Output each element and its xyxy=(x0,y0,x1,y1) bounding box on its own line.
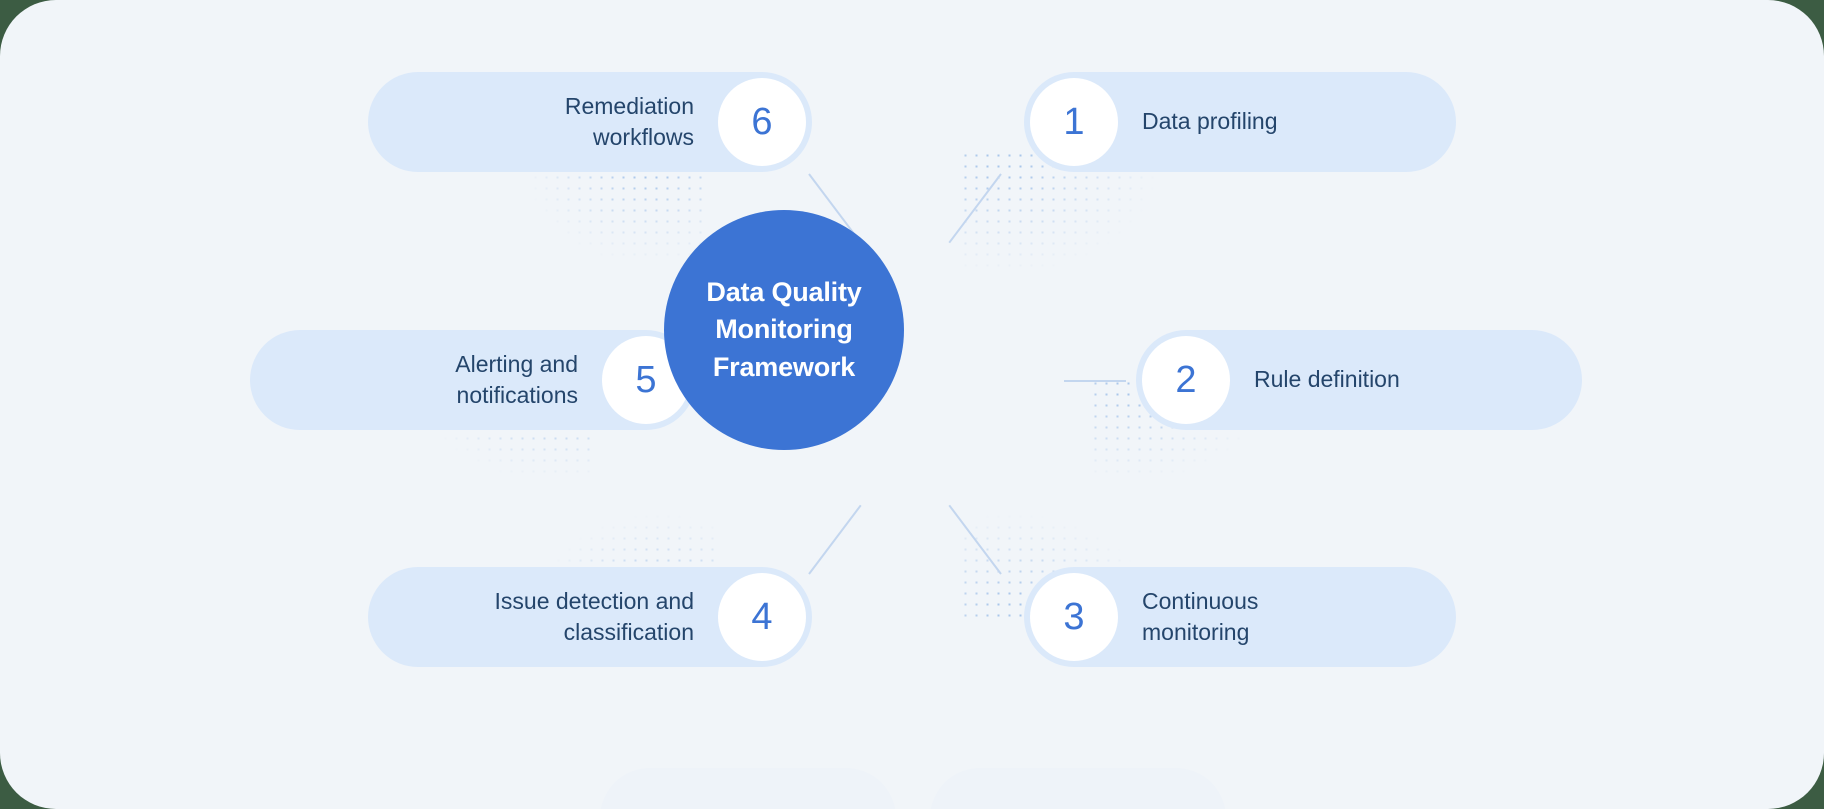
connector-line-step-1 xyxy=(948,173,1002,244)
step-item-6[interactable]: 6 Remediation workflows xyxy=(368,72,812,172)
step-label-1: Data profiling xyxy=(1142,108,1278,135)
step-item-3[interactable]: 3 Continuous monitoring xyxy=(1024,567,1456,667)
step-number-badge-6: 6 xyxy=(718,78,806,166)
step-label-3: Continuous monitoring xyxy=(1142,587,1259,645)
step-label-6: Remediation workflows xyxy=(564,92,694,150)
bottom-edge-shape-left xyxy=(600,768,896,809)
connector-line-step-2 xyxy=(1064,380,1126,382)
step-item-5[interactable]: 5 Alerting and notifications xyxy=(250,330,696,430)
step-item-2[interactable]: 2 Rule definition xyxy=(1136,330,1582,430)
step-number-badge-2: 2 xyxy=(1142,336,1230,424)
step-item-1[interactable]: 1 Data profiling xyxy=(1024,72,1456,172)
bottom-edge-shape-right xyxy=(930,768,1226,809)
step-label-4: Issue detection and classification xyxy=(494,587,694,645)
step-number-badge-3: 3 xyxy=(1030,573,1118,661)
center-hub: Data Quality Monitoring Framework xyxy=(664,210,904,450)
step-label-2: Rule definition xyxy=(1254,366,1400,393)
step-number-badge-4: 4 xyxy=(718,573,806,661)
connector-line-step-3 xyxy=(948,504,1002,575)
center-hub-title: Data Quality Monitoring Framework xyxy=(706,277,862,382)
step-item-4[interactable]: 4 Issue detection and classification xyxy=(368,567,812,667)
step-number-badge-1: 1 xyxy=(1030,78,1118,166)
step-label-5: Alerting and notifications xyxy=(455,350,578,408)
connector-line-step-4 xyxy=(808,504,862,575)
